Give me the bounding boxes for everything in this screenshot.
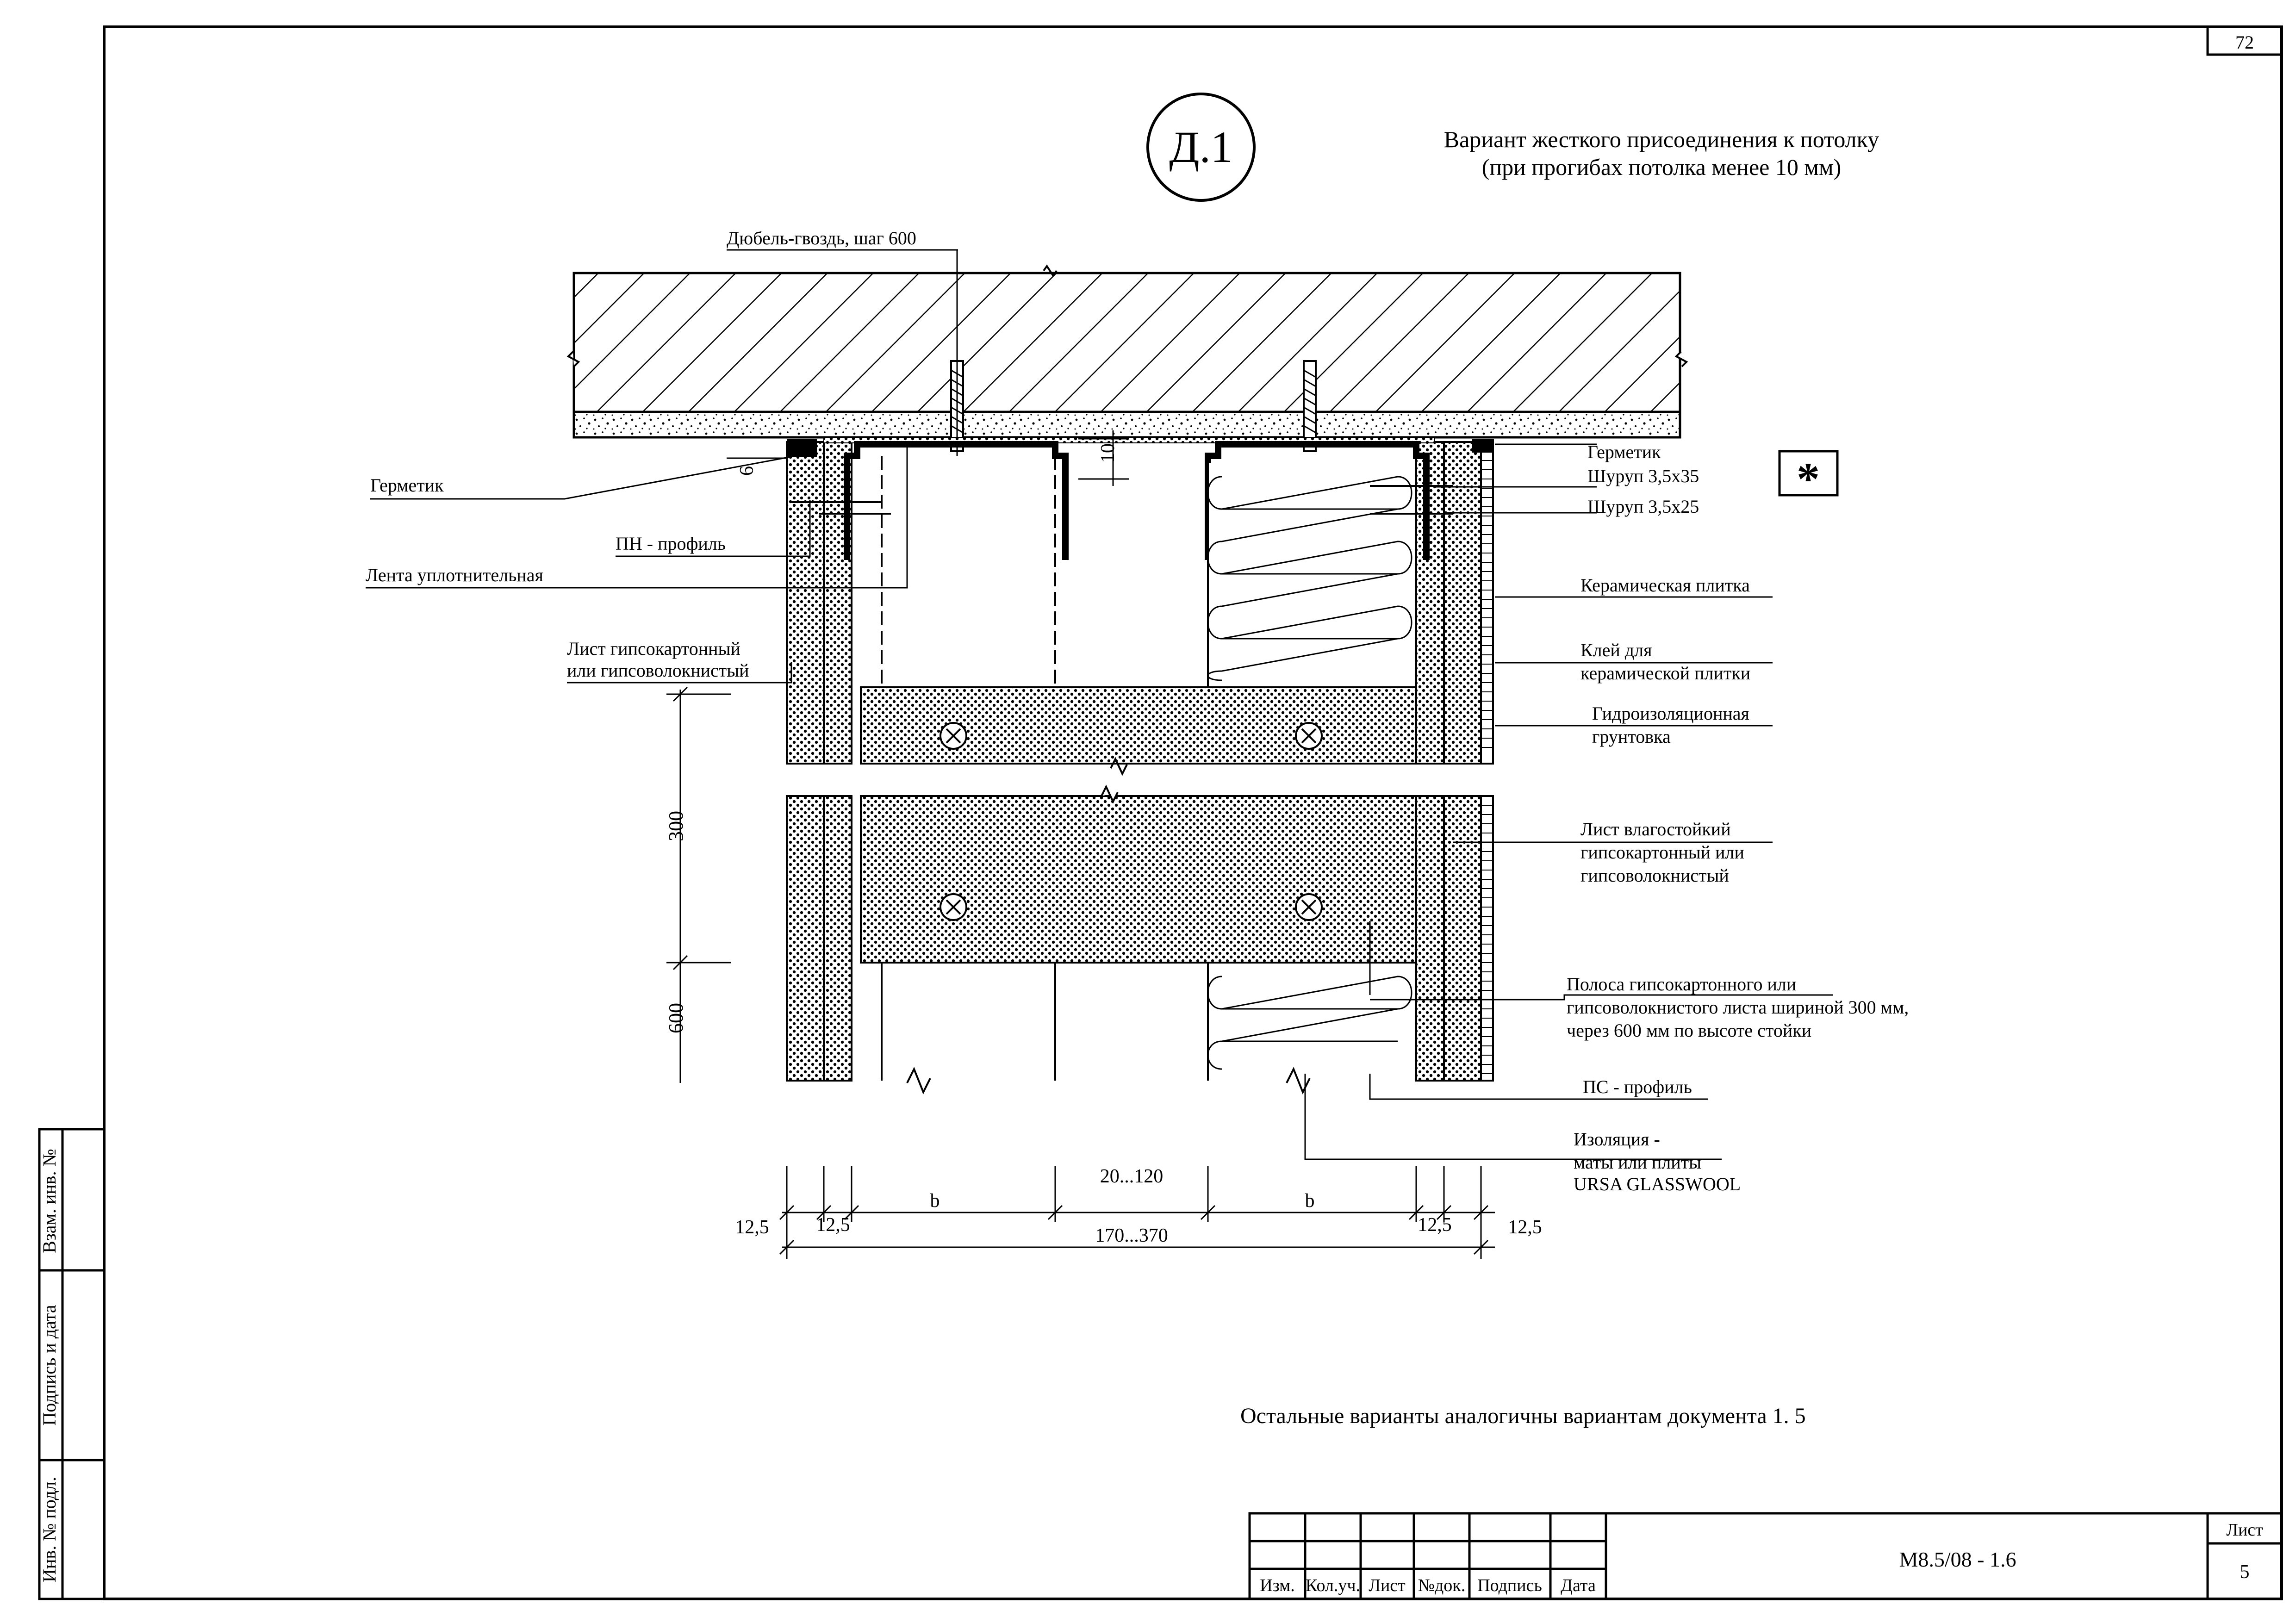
dowel-right bbox=[1303, 360, 1317, 452]
asterisk: * bbox=[1797, 453, 1820, 504]
horizontal-dimension-lines bbox=[779, 1166, 1495, 1259]
dowel-left bbox=[950, 250, 964, 456]
label-strip-2: гипсоволокнистого листа шириной 300 мм, bbox=[1567, 997, 1909, 1018]
wall-upper-section bbox=[786, 437, 1494, 776]
label-strip-1: Полоса гипсокартонного или bbox=[1567, 974, 1796, 995]
leader-lines bbox=[366, 249, 1833, 1160]
dim-b-right: b bbox=[1305, 1190, 1315, 1212]
detail-mark: Д.1 bbox=[1169, 122, 1232, 172]
page-number-box bbox=[2206, 25, 2283, 56]
label-sealant-right: Герметик bbox=[1587, 442, 1661, 462]
label-strip-3: через 600 мм по высоте стойки bbox=[1567, 1020, 1811, 1041]
side-stamp-field-3: Инв. № подл. bbox=[39, 1477, 60, 1582]
tb-col-izm: Изм. bbox=[1260, 1576, 1294, 1595]
tb-sheet-label: Лист bbox=[2226, 1520, 2263, 1540]
asterisk-box bbox=[1778, 450, 1839, 497]
label-insulation-1: Изоляция - bbox=[1574, 1129, 1660, 1150]
label-sealant-left: Герметик bbox=[370, 475, 444, 496]
detail-mark-circle bbox=[1146, 93, 1256, 202]
title-line-2: (при прогибах потолка менее 10 мм) bbox=[1482, 154, 1842, 180]
gap-dim-10: 10 bbox=[1097, 443, 1119, 463]
label-ps-profile: ПС - профиль bbox=[1583, 1076, 1692, 1097]
gap-dimension-marks bbox=[727, 430, 1129, 486]
label-gypsum-sheet-2: или гипсоволокнистый bbox=[567, 660, 749, 681]
tb-col-podpis: Подпись bbox=[1477, 1576, 1542, 1595]
label-primer-1: Гидроизоляционная bbox=[1592, 703, 1749, 724]
dim-20-120: 20...120 bbox=[1100, 1166, 1164, 1187]
wall-lower-section bbox=[786, 784, 1494, 1094]
title-line-1: Вариант жесткого присоединения к потолку bbox=[1444, 126, 1879, 152]
ceiling-slab bbox=[566, 264, 1688, 439]
dim-300: 300 bbox=[665, 811, 687, 841]
label-pn-profile: ПН - профиль bbox=[616, 533, 726, 554]
label-moist-sheet-1: Лист влагостойкий bbox=[1580, 819, 1731, 839]
dim-170-370: 170...370 bbox=[1095, 1225, 1168, 1246]
label-sealing-tape: Лента уплотнительная bbox=[366, 565, 543, 585]
label-moist-sheet-3: гипсоволокнистый bbox=[1580, 865, 1729, 886]
label-screw-35: Шуруп 3,5х35 bbox=[1587, 466, 1699, 486]
label-insulation-2: маты или плиты bbox=[1574, 1152, 1701, 1173]
label-gypsum-sheet-1: Лист гипсокартонный bbox=[567, 638, 740, 659]
dim-12-5-outer-right: 12,5 bbox=[1508, 1217, 1542, 1238]
label-primer-2: грунтовка bbox=[1592, 726, 1671, 747]
dim-b-left: b bbox=[930, 1190, 940, 1212]
tb-sheet-number: 5 bbox=[2240, 1561, 2250, 1583]
tb-col-data: Дата bbox=[1561, 1576, 1596, 1595]
side-stamp-field-1: Взам. инв. № bbox=[39, 1149, 60, 1253]
tb-doc-code: М8.5/08 - 1.6 bbox=[1899, 1548, 2016, 1571]
gap-dim-6: 6 bbox=[736, 466, 758, 476]
dim-12-5-inner-left: 12,5 bbox=[816, 1214, 850, 1236]
dim-600: 600 bbox=[665, 1003, 687, 1033]
tb-col-list: Лист bbox=[1369, 1576, 1406, 1595]
vertical-dimension-lines bbox=[666, 686, 731, 1083]
label-insulation-3: URSA GLASSWOOL bbox=[1574, 1174, 1741, 1194]
dim-12-5-inner-right: 12,5 bbox=[1418, 1214, 1452, 1236]
tb-col-ndok: №док. bbox=[1418, 1576, 1466, 1595]
label-tile-glue-2: керамической плитки bbox=[1580, 663, 1750, 684]
label-tile-glue-1: Клей для bbox=[1580, 640, 1652, 660]
dim-12-5-outer-left: 12,5 bbox=[735, 1217, 769, 1238]
label-dowel: Дюбель-гвоздь, шаг 600 bbox=[727, 228, 916, 249]
label-ceramic-tile: Керамическая плитка bbox=[1580, 575, 1750, 596]
title-block bbox=[1248, 1512, 2283, 1600]
sheet-frame bbox=[103, 25, 2283, 1600]
side-stamp bbox=[38, 1128, 106, 1600]
label-moist-sheet-2: гипсокартонный или bbox=[1580, 842, 1744, 863]
label-screw-25: Шуруп 3,5х25 bbox=[1587, 496, 1699, 517]
tb-col-kolvo: Кол.уч. bbox=[1306, 1576, 1360, 1595]
page-number: 72 bbox=[2235, 32, 2254, 53]
footnote: Остальные варианты аналогичны вариантам … bbox=[1240, 1404, 1806, 1428]
side-stamp-field-2: Подпись и дата bbox=[39, 1305, 60, 1425]
